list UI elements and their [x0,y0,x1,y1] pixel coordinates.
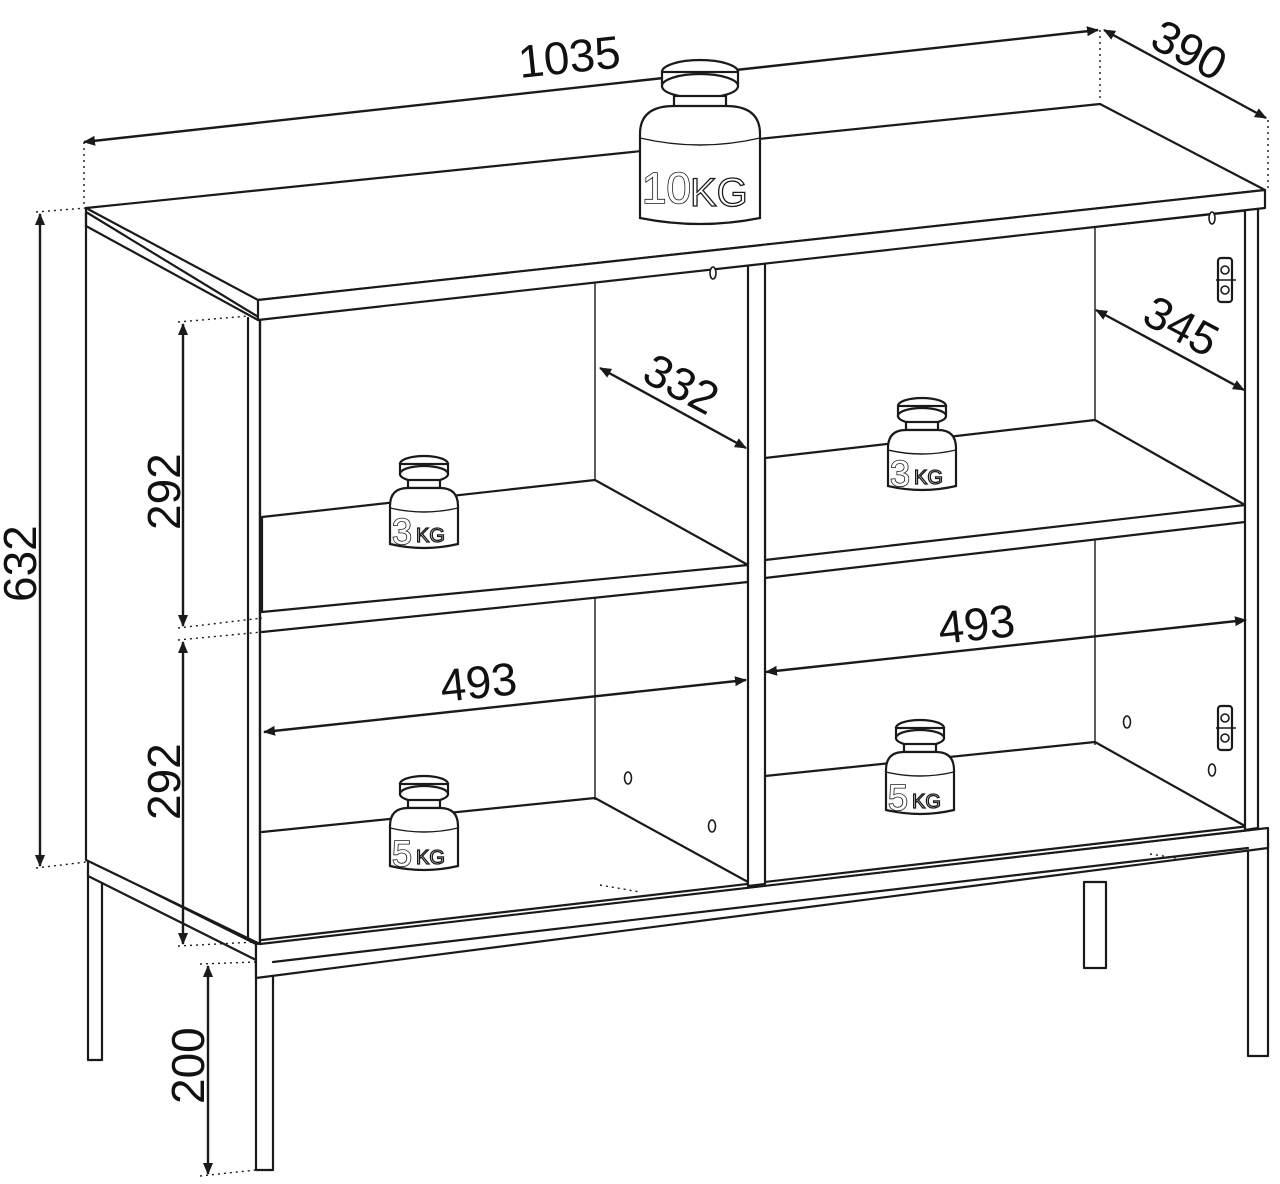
lower-right-weight-value: 5 [888,777,908,818]
upper-shelf-height-label: 292 [138,453,190,530]
extension-lines [35,30,1269,1177]
lower-hinge-icon [1216,704,1236,752]
top-weight-value: 10 [642,164,691,213]
depth-dimension-line [1103,28,1267,120]
dimension-arrows [35,26,1267,1175]
lower-right-weight-unit: KG [912,791,941,813]
upper-left-weight-value: 3 [392,511,412,552]
cabinet-legs [86,826,1270,1172]
upper-right-width-dimension-line [765,616,1247,676]
lower-right-weight-icon: 5 KG [884,718,956,819]
upper-left-weight-unit: KG [416,525,445,547]
leg-height-label: 200 [162,1027,214,1104]
upper-right-weight-unit: KG [914,467,943,489]
lower-left-width-label: 493 [438,652,520,712]
lower-shelf-height-label: 292 [138,743,190,820]
back-right-leg [1082,880,1108,970]
right-side-panel [1243,206,1260,832]
left-side-panel [84,210,262,946]
width-dimension-line [83,26,1099,146]
left-depth-dimension-line [599,366,747,450]
top-weight-icon: 10 KG [638,58,762,226]
upper-left-weight-icon: 3 KG [388,454,460,553]
lower-left-weight-unit: KG [416,847,445,869]
top-weight-unit: KG [690,171,748,215]
center-divider [746,261,767,888]
front-left-leg [254,948,275,1172]
cabinet-body [84,102,1267,946]
upper-right-weight-icon: 3 KG [886,396,958,495]
upper-right-width-label: 493 [936,594,1018,654]
depth-label: 390 [1143,9,1235,91]
front-right-leg [1246,840,1270,1058]
width-label: 1035 [516,26,623,88]
lower-left-weight-value: 5 [392,833,412,874]
back-left-leg [86,868,104,1062]
right-depth-dimension-line [1095,308,1245,392]
upper-right-weight-value: 3 [890,453,910,494]
top-board-front-edge [256,188,1267,322]
lower-left-weight-icon: 5 KG [388,774,460,875]
lower-left-width-dimension-line [263,676,747,736]
upper-hinge-icon [1216,256,1236,304]
height-label: 632 [0,525,46,602]
